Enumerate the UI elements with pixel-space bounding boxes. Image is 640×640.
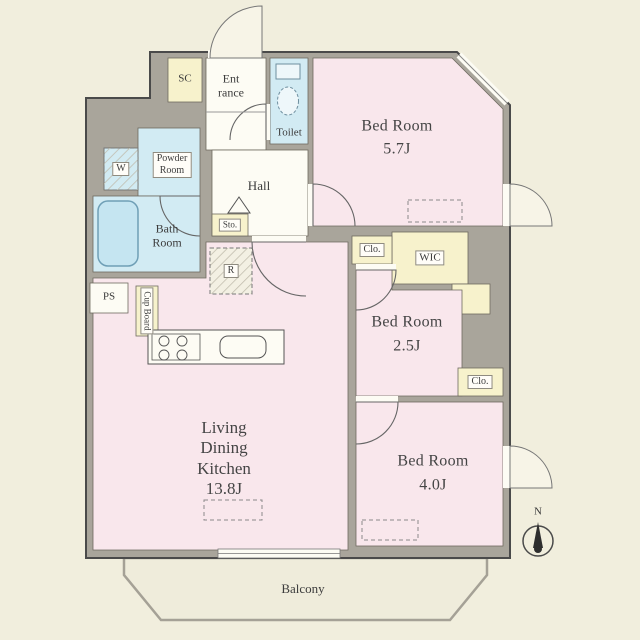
wic-label: WIC	[415, 250, 445, 266]
hall-label: Hall	[247, 178, 271, 194]
ldk-label-line3: Kitchen	[197, 459, 251, 478]
bedroom-1-name-label: Bed Room	[361, 117, 433, 135]
bedroom-3-size-label: 4.0J	[419, 476, 447, 494]
toilet-door-swing	[229, 103, 267, 141]
hall-storage-label: Sto.	[218, 218, 242, 232]
door-swing-arcs	[159, 103, 399, 445]
floor-bedroom-3	[355, 401, 504, 547]
floor-shoe-closet	[167, 57, 203, 103]
room-floors	[89, 57, 504, 551]
powder-room-label: Powder Room	[152, 152, 192, 178]
powder-room-label-line1: Powder	[156, 153, 188, 164]
bathtub-icon	[97, 200, 139, 267]
cup-board-label: Cup Board	[140, 287, 154, 335]
wall-openings	[208, 5, 553, 559]
right-door-swing-bottom	[509, 445, 553, 489]
bedroom-2-door-swing	[355, 269, 397, 311]
compass-north-label: N	[534, 505, 542, 518]
ldk-label-line1: Living	[201, 418, 247, 438]
bath-room-label-line1: Bath	[155, 221, 179, 236]
bedroom-2-size-label: 2.5J	[393, 337, 421, 355]
entrance-label-line2: rance	[218, 86, 244, 100]
entrance-label: Ent rance	[218, 72, 244, 101]
placement-ldk	[203, 499, 263, 521]
bath-room-label: Bath Room	[152, 222, 181, 251]
toilet-bowl-icon	[277, 86, 299, 116]
bedroom-3-name-label: Bed Room	[397, 452, 469, 470]
bath-door-swing	[159, 195, 201, 237]
entrance-label-line1: Ent	[222, 71, 240, 86]
closet-bedroom-2-label: Clo.	[359, 243, 385, 257]
bedroom-1-size-label: 5.7J	[383, 140, 411, 158]
floor-entrance	[205, 57, 267, 151]
bed-placement-bedroom-1	[407, 199, 463, 223]
powder-room-label-line2: Room	[159, 165, 185, 176]
compass-icon	[522, 522, 554, 557]
floor-pipe-space	[89, 282, 129, 314]
stove-icon	[151, 333, 201, 361]
toilet-label: Toilet	[276, 126, 302, 139]
ldk-label: Living Dining Kitchen 13.8J	[197, 418, 251, 500]
bed-placement-bedroom-3	[361, 519, 419, 541]
hall-step-marker	[227, 196, 251, 214]
bath-room-label-line2: Room	[152, 236, 182, 250]
sink-icon	[219, 335, 267, 359]
washer-label: W	[112, 162, 130, 176]
balcony-label: Balcony	[281, 581, 325, 597]
ldk-door-swing	[251, 241, 307, 297]
shoe-closet-label: SC	[178, 72, 192, 85]
toilet-tank-icon	[275, 63, 301, 80]
entrance-door-swing	[209, 5, 263, 59]
pipe-space-label: PS	[102, 290, 116, 303]
bedroom-3-door-swing	[355, 401, 399, 445]
bedroom-2-name-label: Bed Room	[371, 313, 443, 331]
right-door-swing-top	[509, 183, 553, 227]
ldk-label-line2: Dining	[200, 438, 248, 458]
refrigerator-label: R	[223, 264, 239, 278]
ldk-size-label: 13.8J	[205, 479, 243, 499]
closet-bedroom-3-label: Clo.	[467, 375, 493, 389]
bedroom-1-door-swing	[312, 183, 356, 227]
